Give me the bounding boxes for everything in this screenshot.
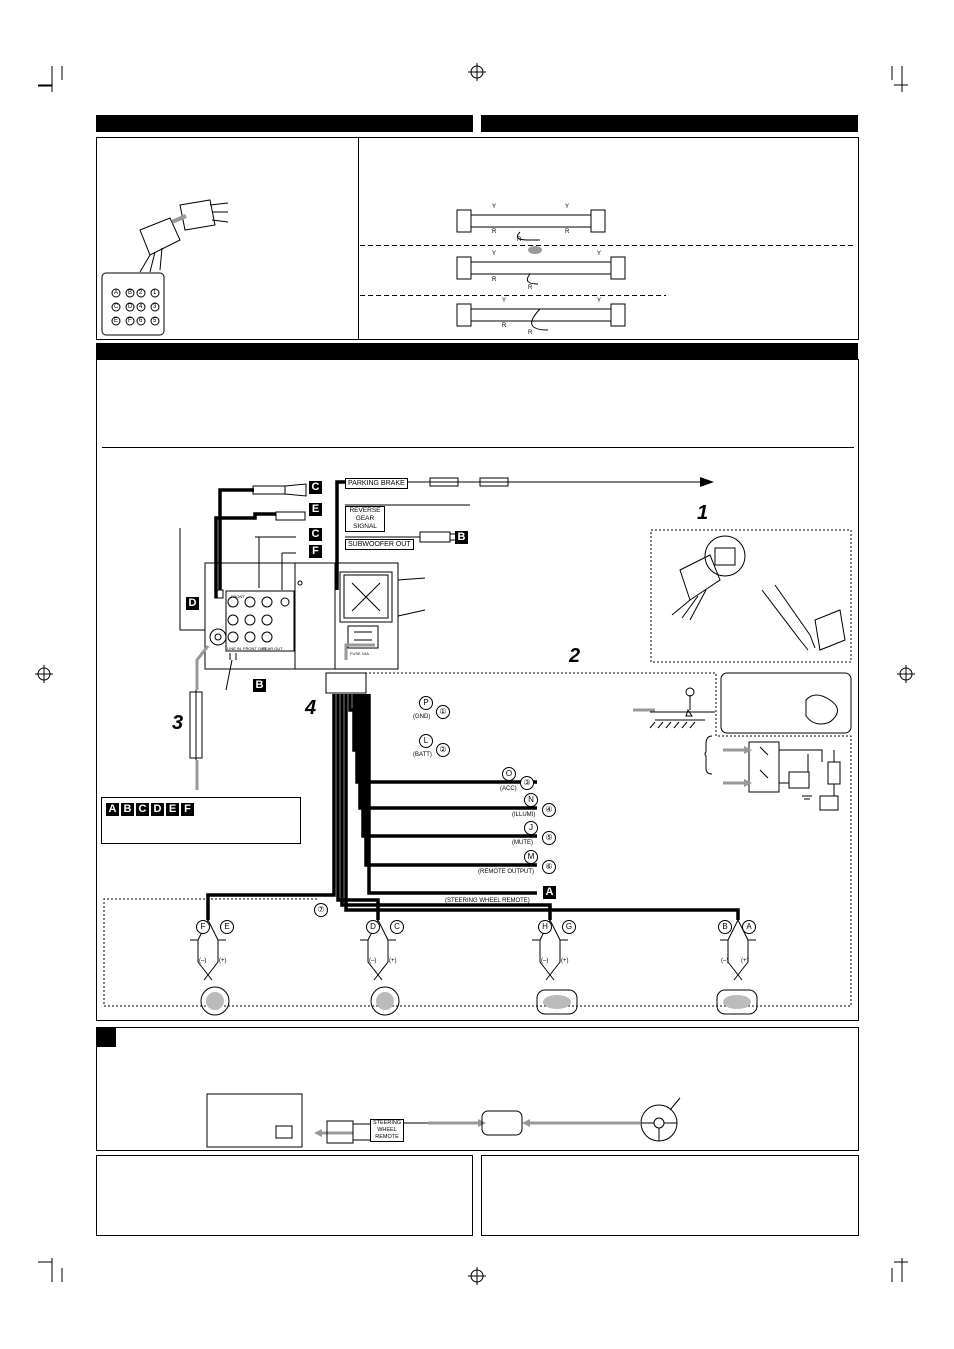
- wire-name-illumi: (ILLUMI): [512, 812, 536, 818]
- speaker-pos-label: (+): [219, 958, 227, 964]
- speaker-neg-h: H: [538, 920, 552, 934]
- speaker-pos-c: C: [390, 920, 404, 934]
- speaker-neg-label: (–): [721, 958, 729, 964]
- speaker-pos-g: G: [562, 920, 576, 934]
- section-letter-box: [97, 1028, 116, 1047]
- tag-e: E: [309, 503, 322, 516]
- tag-a-remote: A: [543, 886, 556, 899]
- wire-name-batt: (BATT): [413, 752, 432, 758]
- step-4: 4: [305, 697, 317, 719]
- wire-name-steering-wheel-remote: (STEERING WHEEL REMOTE): [445, 898, 530, 904]
- tag-c-top: C: [309, 481, 322, 494]
- harness-mark-r: R: [492, 229, 497, 235]
- steering-wheel-remote-label: STEERING WHEEL REMOTE: [370, 1119, 404, 1142]
- letter-legend-box: A B C D E F: [101, 797, 301, 844]
- speaker-pos-label: (+): [741, 958, 749, 964]
- step-3: 3: [172, 712, 184, 734]
- tag-f: F: [309, 545, 322, 558]
- wire-num-1: ①: [436, 705, 450, 719]
- header-bar-right: [481, 115, 858, 132]
- harness-mark-y: Y: [565, 204, 570, 210]
- speaker-pos-e: E: [220, 920, 234, 934]
- harness-mark-r: R: [528, 330, 533, 336]
- header-bar-left: [96, 115, 473, 132]
- speaker-neg-label: (–): [199, 958, 207, 964]
- speaker-neg-label: (–): [369, 958, 377, 964]
- harness-mark-y: Y: [597, 251, 602, 257]
- pin-label: 3: [153, 304, 157, 310]
- pin-label: B: [128, 290, 133, 296]
- speaker-neg-d: D: [366, 920, 380, 934]
- speaker-neg-label: (–): [541, 958, 549, 964]
- speaker-pos-label: (+): [389, 958, 397, 964]
- harness-mark-y: Y: [492, 204, 497, 210]
- speaker-pos-label: (+): [561, 958, 569, 964]
- pin-label: 4: [139, 304, 143, 310]
- wire-letter-p: P: [419, 696, 433, 710]
- subwoofer-out-label: SUBWOOFER OUT: [345, 539, 414, 550]
- wire-name-remote-output: (REMOTE OUTPUT): [478, 869, 534, 875]
- section-bar-connections: [96, 343, 858, 360]
- speaker-num-7: ⑦: [314, 903, 328, 917]
- harness-mark-r: R: [565, 229, 570, 235]
- pin-label: 5: [153, 318, 157, 324]
- panel-line-in-label: LINE IN: [227, 646, 242, 651]
- harness-mark-r: R: [528, 285, 533, 291]
- tag-b-sub: B: [455, 531, 468, 544]
- legend-tag-d: D: [151, 803, 164, 816]
- step-1: 1: [697, 502, 709, 524]
- step-2: 2: [569, 645, 581, 667]
- wire-name-acc: (ACC): [500, 786, 517, 792]
- pin-label: 1: [153, 290, 157, 296]
- wire-num-5: ⑤: [542, 831, 556, 845]
- panel-front-out-label: FRONT OUT: [243, 646, 267, 651]
- wire-num-6: ⑥: [542, 860, 556, 874]
- legend-tag-a: A: [106, 803, 119, 816]
- harness-mark-y: Y: [492, 251, 497, 257]
- pin-label: C: [114, 304, 119, 310]
- legend-tag-c: C: [136, 803, 149, 816]
- wire-letter-o: O: [502, 767, 516, 781]
- wire-letter-n: N: [524, 793, 538, 807]
- wire-letter-j: J: [524, 821, 538, 835]
- wire-name-gnd: (GND): [413, 714, 431, 720]
- pin-label: A: [114, 290, 119, 296]
- pin-label: F: [128, 318, 132, 324]
- legend-tag-f: F: [181, 803, 194, 816]
- wire-num-4: ④: [542, 803, 556, 817]
- fuse-label: FUSE 10A: [350, 651, 369, 656]
- panel-front-label: FRONT: [231, 594, 245, 599]
- parking-brake-label: PARKING BRAKE: [345, 478, 408, 489]
- reverse-gear-label: REVERSE GEAR SIGNAL: [345, 506, 385, 532]
- pin-label: E: [114, 318, 119, 324]
- tag-b: B: [253, 679, 266, 692]
- panel-rear-out-label: REAR OUT: [262, 646, 283, 651]
- harness-mark-r: R: [492, 277, 497, 283]
- legend-tag-b: B: [121, 803, 134, 816]
- speaker-pos-a: A: [742, 920, 756, 934]
- harness-mark-r: R: [517, 237, 522, 243]
- wire-name-mute: (MUTE): [512, 840, 533, 846]
- harness-mark-y: Y: [502, 298, 507, 304]
- wire-num-3: ③: [520, 776, 534, 790]
- pin-label: D: [128, 304, 133, 310]
- legend-tag-e: E: [166, 803, 179, 816]
- pin-label: 6: [139, 318, 143, 324]
- wire-letter-m: M: [524, 850, 538, 864]
- tag-d: D: [186, 597, 199, 610]
- wire-num-2: ②: [436, 743, 450, 757]
- tag-c: C: [309, 528, 322, 541]
- harness-mark-r: R: [502, 323, 507, 329]
- pin-label: 2: [139, 290, 143, 296]
- harness-mark-y: Y: [597, 298, 602, 304]
- wire-letter-l: L: [419, 734, 433, 748]
- speaker-neg-b: B: [718, 920, 732, 934]
- speaker-neg-f: F: [196, 920, 210, 934]
